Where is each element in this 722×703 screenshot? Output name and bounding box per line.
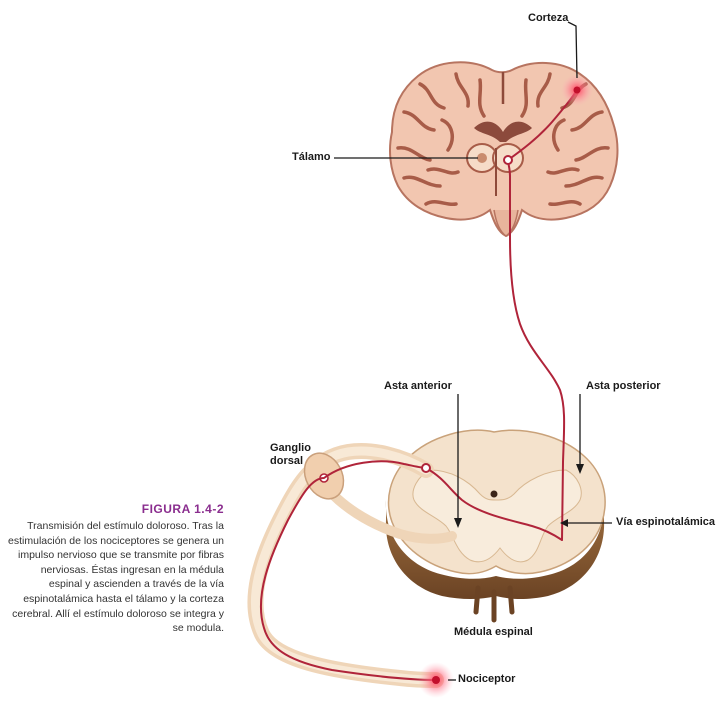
caption-text: Transmisión del estímulo doloroso. Tras … [8, 519, 224, 636]
dorsal-horn-synapse [422, 464, 430, 472]
label-medula-espinal: Médula espinal [454, 626, 533, 638]
label-ganglio-dorsal: Ganglio dorsal [270, 442, 320, 468]
label-asta-posterior: Asta posterior [586, 380, 661, 392]
thalamus-synapse [504, 156, 512, 164]
brainstem [494, 210, 518, 236]
label-asta-anterior: Asta anterior [384, 380, 452, 392]
figure-caption: FIGURA 1.4-2 Transmisión del estímulo do… [8, 502, 224, 636]
thalamus-nucleus-left [477, 153, 487, 163]
central-canal [491, 491, 498, 498]
cortex-point [574, 87, 581, 94]
label-nociceptor: Nociceptor [458, 673, 515, 685]
label-via-espinotalamica: Vía espinotalámica [616, 516, 715, 528]
label-corteza: Corteza [528, 12, 568, 24]
label-talamo: Tálamo [292, 151, 331, 163]
nociceptor-point [432, 676, 440, 684]
caption-title: FIGURA 1.4-2 [8, 502, 224, 516]
